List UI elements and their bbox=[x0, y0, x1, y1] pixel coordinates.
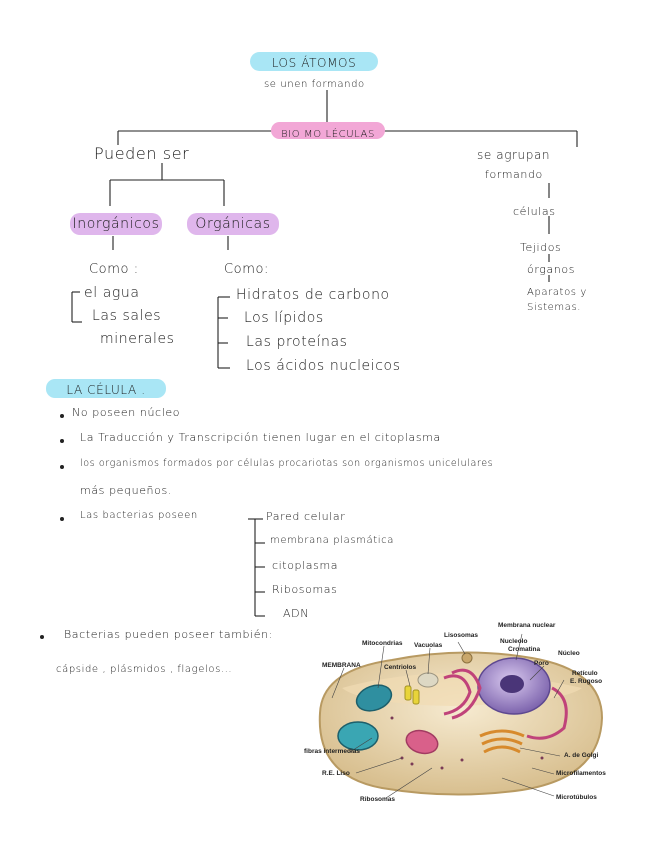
title-atoms: LOS ÁTOMOS bbox=[272, 56, 357, 70]
label-re-liso: R.E. Liso bbox=[322, 770, 350, 777]
bullet-text: La Traducción y Transcripción tienen lug… bbox=[80, 431, 441, 444]
inorganicos-pill: Inorgánicos bbox=[70, 213, 162, 235]
label-poro: Poro bbox=[534, 660, 549, 667]
centriole-shape bbox=[413, 690, 419, 704]
bacteria-part: Ribosomas bbox=[272, 583, 337, 596]
org-item: Los ácidos nucleicos bbox=[246, 358, 401, 374]
vacuole-shape bbox=[418, 673, 438, 687]
mitochondria-shape bbox=[338, 722, 378, 750]
formando-text: formando bbox=[485, 168, 543, 181]
title-pill: LOS ÁTOMOS bbox=[250, 52, 378, 71]
label-e-rugoso: E. Rugoso bbox=[570, 678, 602, 685]
inorganicos-label: Inorgánicos bbox=[73, 216, 160, 232]
label-reticulo: Retículo bbox=[572, 670, 598, 677]
bacteria-intro: Las bacterias poseen bbox=[80, 510, 198, 521]
label-microtubulos: Microtúbulos bbox=[556, 794, 597, 801]
bacteria-part: citoplasma bbox=[272, 559, 338, 572]
se-unen-text: se unen formando bbox=[264, 79, 365, 90]
label-golgi: A. de Golgi bbox=[564, 752, 598, 759]
biomoleculas-label: BIO MO LÉCULAS bbox=[281, 129, 375, 140]
inorg-item: minerales bbox=[100, 331, 175, 347]
bullet-dot bbox=[60, 414, 64, 418]
cell-illustration bbox=[302, 618, 612, 806]
bullet-dot bbox=[60, 439, 64, 443]
bullet-dot bbox=[60, 465, 64, 469]
biomoleculas-pill: BIO MO LÉCULAS bbox=[271, 122, 385, 139]
bacteria-also: Bacterias pueden poseer también: bbox=[64, 628, 273, 641]
pueden-ser-text: Pueden ser bbox=[94, 144, 189, 163]
inorg-item: el agua bbox=[84, 285, 140, 301]
label-nucleo: Núcleo bbox=[558, 650, 580, 657]
label-cromatina: Cromatina bbox=[508, 646, 540, 653]
bullet-text: los organismos formados por células proc… bbox=[80, 458, 493, 469]
bullet-text-cont: más pequeños. bbox=[80, 484, 172, 497]
bacteria-part: membrana plasmática bbox=[270, 535, 394, 546]
chain-item: Sistemas. bbox=[527, 302, 581, 313]
organicas-label: Orgánicas bbox=[195, 216, 270, 232]
org-item: Los lípidos bbox=[244, 310, 324, 326]
label-lisosomas: Lisosomas bbox=[444, 632, 478, 639]
label-fibras: fibras intermedias bbox=[304, 748, 360, 755]
label-ribosomas: Ribosomas bbox=[360, 796, 395, 803]
chain-item: Tejidos bbox=[520, 241, 561, 254]
chain-item: órganos bbox=[527, 263, 575, 276]
inorg-item: Las sales bbox=[92, 308, 161, 324]
label-centriolos: Centriolos bbox=[384, 664, 416, 671]
bullet-dot bbox=[60, 517, 64, 521]
label-nucleolo: Nucleolo bbox=[500, 638, 527, 645]
org-item: Hidratos de carbono bbox=[236, 287, 390, 303]
label-membrana: MEMBRANA bbox=[322, 662, 361, 669]
nucleolus-shape bbox=[500, 675, 524, 693]
label-mitocondrias: Mitocondrias bbox=[362, 640, 402, 647]
animal-cell-diagram: Mitocondrias Vacuolas Lisosomas Membrana… bbox=[302, 618, 612, 806]
bullet-text: No poseen núcleo bbox=[72, 406, 180, 419]
section-title-pill: LA CÉLULA . bbox=[46, 379, 166, 398]
label-microfilamentos: Microfilamentos bbox=[556, 770, 606, 777]
label-membrana-nuclear: Membrana nuclear bbox=[498, 622, 555, 629]
section-title: LA CÉLULA . bbox=[66, 383, 145, 397]
organicas-pill: Orgánicas bbox=[187, 213, 279, 235]
como-right: Como: bbox=[224, 262, 269, 277]
bacteria-part: Pared celular bbox=[266, 510, 345, 523]
como-left: Como : bbox=[89, 262, 139, 277]
org-item: Las proteínas bbox=[246, 334, 348, 350]
label-vacuolas: Vacuolas bbox=[414, 642, 442, 649]
chain-item: Aparatos y bbox=[527, 287, 587, 298]
chain-item: células bbox=[513, 205, 556, 218]
bacteria-also-items: cápside , plásmidos , flagelos... bbox=[56, 664, 232, 675]
se-agrupan-text: se agrupan bbox=[477, 148, 550, 162]
bullet-dot bbox=[40, 635, 44, 639]
